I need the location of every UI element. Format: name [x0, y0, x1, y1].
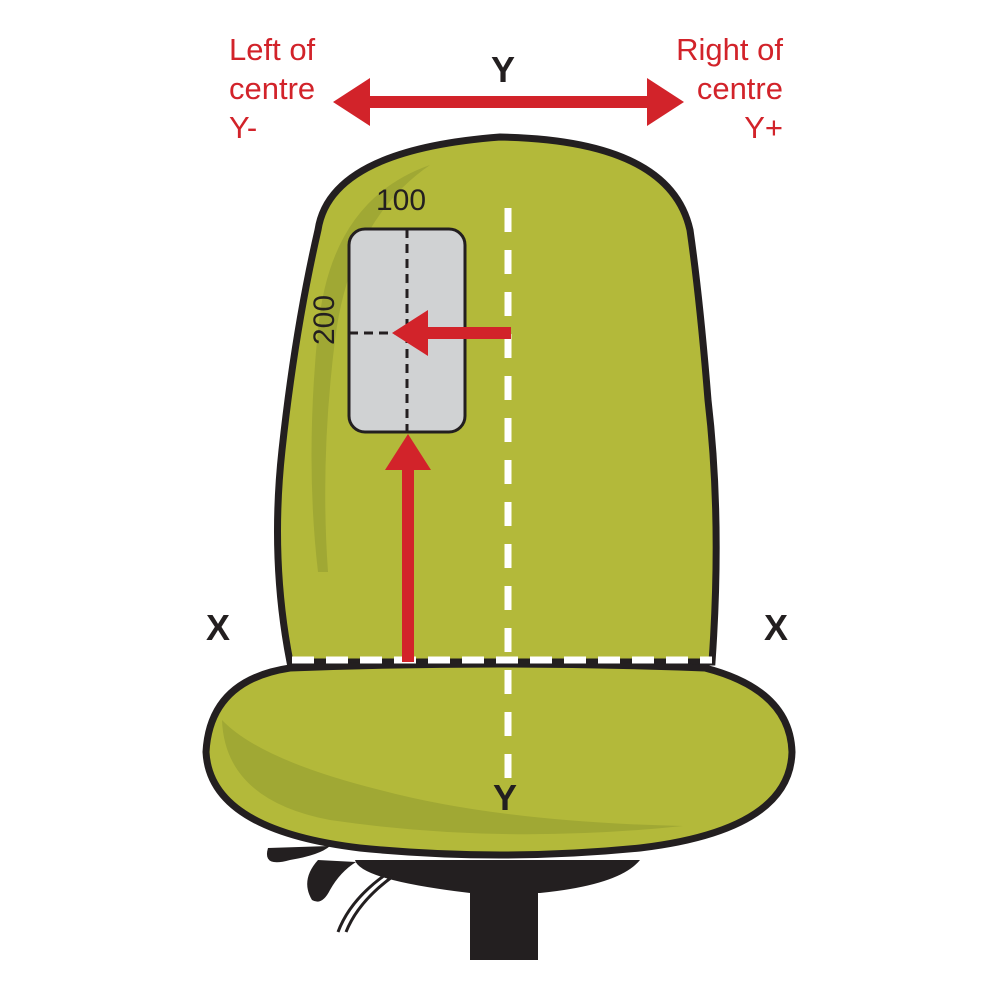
chair-backrest [274, 133, 720, 666]
horizontal-offset-arrow [428, 327, 511, 339]
bottom-y-axis-label: Y [493, 777, 518, 818]
x-axis-label-left: X [206, 607, 231, 648]
top-y-axis-label: Y [491, 49, 516, 90]
height-dimension: 200 [308, 294, 341, 345]
lateral-y-arrow [333, 78, 684, 126]
left-label-line2: centre [229, 71, 316, 106]
left-label-line3: Y- [229, 110, 258, 145]
x-axis-label-right: X [764, 607, 789, 648]
right-label-line3: Y+ [744, 110, 783, 145]
left-label-line1: Left of [229, 32, 316, 67]
width-dimension: 100 [376, 184, 427, 217]
horizontal-arrowhead [392, 310, 428, 356]
vertical-offset-arrow [385, 434, 431, 662]
right-label-line1: Right of [676, 32, 783, 67]
chair-seat [202, 660, 796, 859]
chair-base [266, 846, 640, 960]
right-label-line2: centre [696, 71, 783, 106]
